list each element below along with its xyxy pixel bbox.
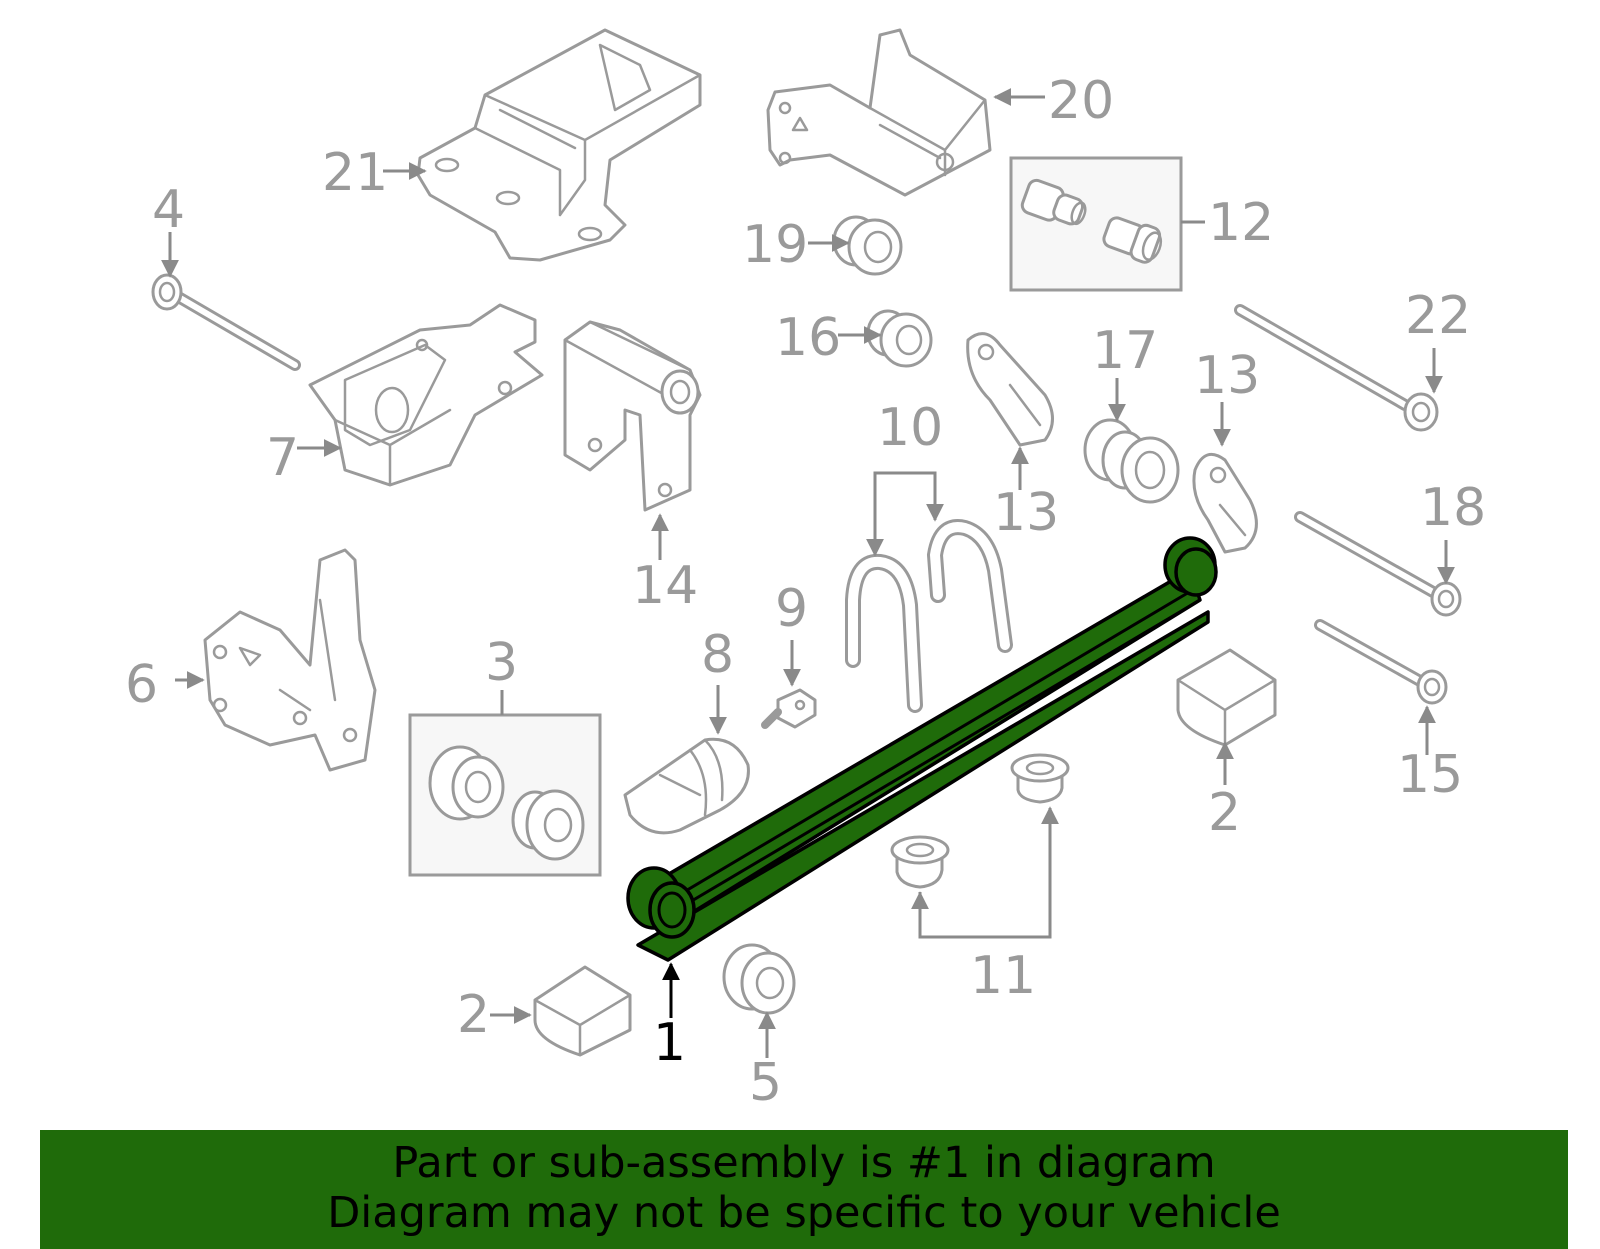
callout-16: 16 (775, 308, 841, 368)
part-7-bracket (308, 303, 544, 487)
part-18-bolt (1294, 511, 1462, 617)
part-5-bushing (722, 943, 796, 1015)
leader-lines (161, 88, 1455, 1058)
callout-17: 17 (1092, 321, 1158, 381)
callout-14: 14 (632, 556, 698, 616)
banner-line-part: Part or sub-assembly is #1 in diagram (392, 1138, 1216, 1188)
part-2-block-upper (1176, 648, 1277, 747)
callout-9: 9 (775, 579, 808, 639)
callout-6: 6 (125, 655, 158, 715)
callout-15: 15 (1397, 745, 1463, 805)
part-19-bushing (832, 215, 903, 276)
part-8-spacer (623, 737, 750, 835)
part-11-bushing-lower (890, 835, 950, 889)
callout-5: 5 (749, 1053, 782, 1113)
callout-11: 11 (970, 946, 1036, 1006)
part-3-kit-box (408, 713, 602, 877)
callout-20: 20 (1048, 71, 1114, 131)
part-11-bushing-upper (1010, 753, 1070, 804)
part-1-leaf-spring (626, 536, 1218, 962)
callout-22: 22 (1405, 286, 1471, 346)
callout-21: 21 (322, 143, 388, 203)
part-17-bump-stop (1083, 418, 1180, 504)
callout-18: 18 (1420, 478, 1486, 538)
callout-2-upper: 2 (1208, 783, 1241, 843)
callout-19: 19 (742, 215, 808, 275)
part-20-bracket (766, 28, 992, 197)
part-22-bolt (1234, 304, 1439, 432)
part-9-clip (761, 688, 817, 729)
part-10-u-bolts (845, 519, 1013, 713)
part-21-bracket (416, 28, 702, 262)
part-4-bolt (151, 273, 301, 371)
callout-7: 7 (266, 428, 299, 488)
callout-8: 8 (701, 625, 734, 685)
callout-3: 3 (485, 633, 518, 693)
part-15-bolt (1314, 619, 1448, 705)
callout-2-lower: 2 (457, 985, 490, 1045)
part-13-upper-bracket (966, 332, 1054, 447)
part-6-bracket (203, 548, 377, 772)
callout-10: 10 (877, 398, 943, 458)
part-14-shackle (563, 320, 702, 512)
banner-line-disclaimer: Diagram may not be specific to your vehi… (327, 1188, 1281, 1238)
part-16-bushing (866, 309, 933, 368)
callout-4: 4 (152, 180, 185, 240)
part-2-block-lower (533, 965, 632, 1057)
part-13-lower-bracket (1192, 452, 1258, 554)
callout-13-lower: 13 (993, 483, 1059, 543)
callout-labels: 21 20 4 19 12 16 22 17 13 10 7 13 18 14 … (125, 71, 1486, 1113)
info-banner: Part or sub-assembly is #1 in diagram Di… (40, 1130, 1568, 1249)
callout-1: 1 (653, 1013, 686, 1073)
part-12-kit-box (1009, 156, 1183, 292)
callout-12: 12 (1208, 193, 1274, 253)
parts-diagram: 21 20 4 19 12 16 22 17 13 10 7 13 18 14 … (125, 28, 1486, 1113)
callout-13-upper: 13 (1194, 346, 1260, 406)
